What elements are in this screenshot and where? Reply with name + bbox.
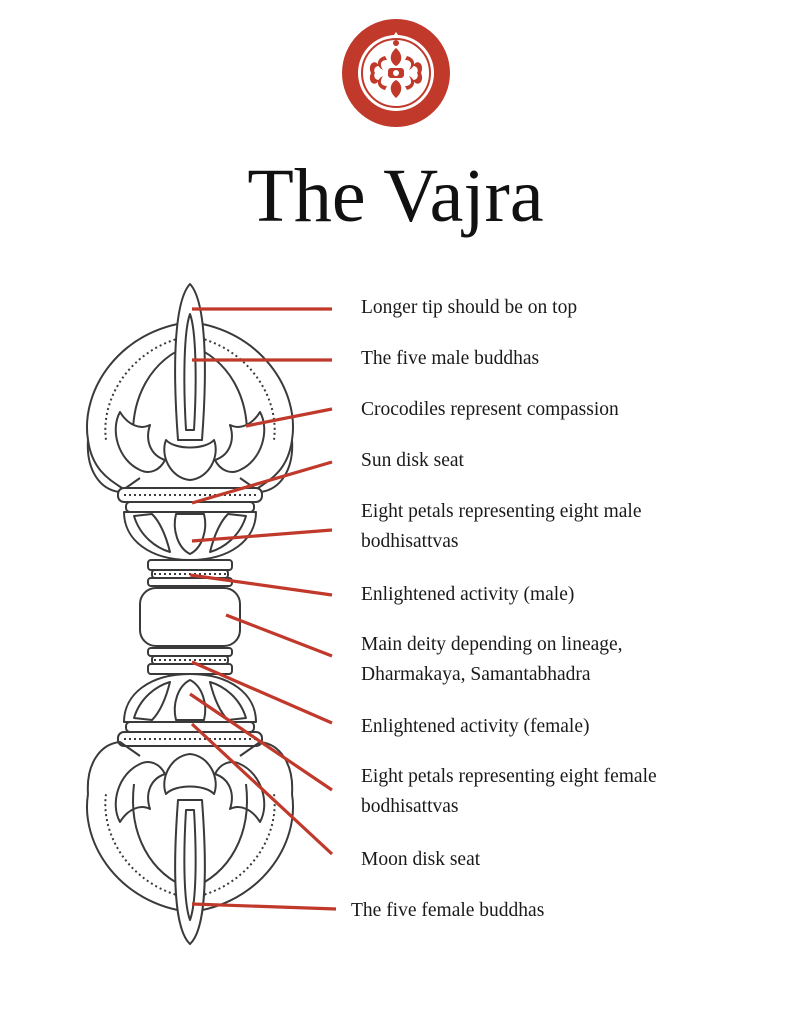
leader-line-sun-disk-seat: [191, 460, 333, 505]
label-line: bodhisattvas: [361, 531, 459, 552]
leader-line-enlightened-activity-male: [189, 573, 333, 597]
leader-line-moon-disk-seat: [190, 722, 334, 856]
label-five-male-buddhas: The five male buddhas: [361, 344, 539, 374]
label-line: Longer tip should be on top: [361, 297, 578, 318]
label-five-female-buddhas: The five female buddhas: [351, 896, 544, 926]
label-line: Main deity depending on lineage,: [361, 634, 623, 655]
label-line: The five male buddhas: [361, 348, 540, 369]
label-line: The five female buddhas: [351, 900, 545, 921]
page-title: The Vajra: [247, 154, 544, 238]
label-line: bodhisattvas: [361, 796, 459, 817]
leader-line-crocodiles: [245, 407, 333, 428]
label-line: Enlightened activity (female): [361, 716, 590, 737]
label-line: Eight petals representing eight female: [361, 766, 657, 787]
leader-lines: [189, 307, 337, 911]
label-main-deity: Main deity depending on lineage, Dharmaka…: [361, 630, 623, 690]
label-line: Enlightened activity (male): [361, 584, 575, 605]
label-eight-petals-female: Eight petals representing eight female bo…: [361, 762, 657, 822]
vajra-illustration: [86, 283, 294, 945]
label-line: Eight petals representing eight male: [361, 501, 642, 522]
label-line: Dharmakaya, Samantabhadra: [361, 664, 591, 685]
label-sun-disk-seat: Sun disk seat: [361, 446, 464, 476]
leader-line-main-deity: [225, 613, 333, 658]
leader-line-five-female-buddhas: [191, 902, 337, 911]
label-longer-tip: Longer tip should be on top: [361, 293, 577, 323]
label-eight-petals-male: Eight petals representing eight male bodh…: [361, 497, 642, 557]
label-moon-disk-seat: Moon disk seat: [361, 845, 480, 875]
label-crocodiles: Crocodiles represent compassion: [361, 395, 619, 425]
leader-line-eight-petals-female: [189, 692, 333, 792]
label-line: Sun disk seat: [361, 450, 464, 471]
label-line: Crocodiles represent compassion: [361, 399, 619, 420]
leader-line-enlightened-activity-female: [191, 660, 333, 725]
label-enlightened-activity-male: Enlightened activity (male): [361, 580, 574, 610]
leader-line-eight-petals-male: [191, 528, 333, 543]
label-line: Moon disk seat: [361, 849, 481, 870]
label-enlightened-activity-female: Enlightened activity (female): [361, 712, 590, 742]
vajra-emblem-icon: [342, 19, 450, 127]
